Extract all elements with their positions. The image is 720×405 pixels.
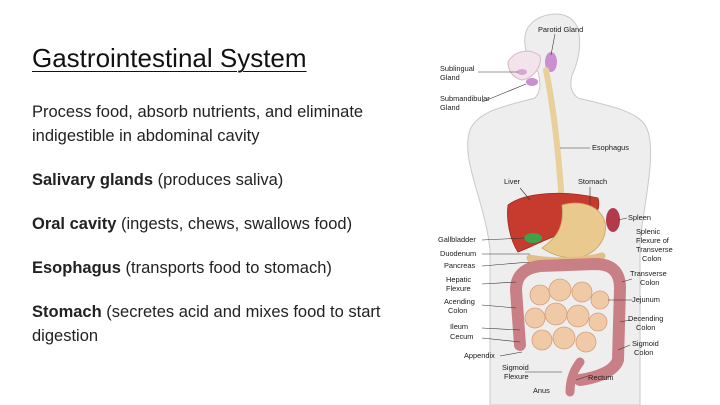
item-term: Esophagus bbox=[32, 259, 121, 277]
label-ascending-colon: Acending bbox=[444, 297, 475, 306]
slide-body: Process food, absorb nutrients, and elim… bbox=[32, 100, 392, 368]
label-jejunum: Jejunum bbox=[632, 295, 660, 304]
label-esophagus: Esophagus bbox=[592, 143, 629, 152]
label-splenic-flexure: Splenic bbox=[636, 227, 661, 236]
digestive-system-diagram: Parotid Gland Sublingual Gland Submandib… bbox=[430, 0, 720, 405]
label-submandibular-gland-2: Gland bbox=[440, 103, 460, 112]
item-desc: (ingests, chews, swallows food) bbox=[116, 215, 352, 233]
label-cecum: Cecum bbox=[450, 332, 473, 341]
submandibular-gland bbox=[526, 78, 538, 86]
item-salivary-glands: Salivary glands (produces saliva) bbox=[32, 168, 392, 192]
item-desc: (transports food to stomach) bbox=[121, 259, 332, 277]
label-submandibular-gland: Submandibular bbox=[440, 94, 490, 103]
label-sigmoid-colon-2: Colon bbox=[634, 348, 653, 357]
label-liver: Liver bbox=[504, 177, 521, 186]
spleen bbox=[606, 208, 620, 232]
label-transverse-colon: Transverse bbox=[630, 269, 667, 278]
item-term: Stomach bbox=[32, 303, 102, 321]
oral-cavity bbox=[508, 51, 540, 80]
label-transverse-colon-2: Colon bbox=[640, 278, 659, 287]
intro-text: Process food, absorb nutrients, and elim… bbox=[32, 100, 392, 148]
label-descending-colon-2: Colon bbox=[636, 323, 655, 332]
label-stomach: Stomach bbox=[578, 177, 607, 186]
anatomy-illustration: Parotid Gland Sublingual Gland Submandib… bbox=[430, 0, 720, 405]
label-ascending-colon-2: Colon bbox=[448, 306, 467, 315]
label-spleen: Spleen bbox=[628, 213, 651, 222]
label-ileum: Ileum bbox=[450, 322, 468, 331]
label-anus: Anus bbox=[533, 386, 550, 395]
label-sublingual-gland: Sublingual bbox=[440, 64, 475, 73]
label-sigmoid-colon: Sigmoid bbox=[632, 339, 659, 348]
label-gallbladder: Gallbladder bbox=[438, 235, 476, 244]
label-pancreas: Pancreas bbox=[444, 261, 476, 270]
label-appendix: Appendix bbox=[464, 351, 495, 360]
label-sigmoid-flexure: Sigmoid bbox=[502, 363, 529, 372]
item-oral-cavity: Oral cavity (ingests, chews, swallows fo… bbox=[32, 212, 392, 236]
sublingual-gland bbox=[517, 69, 527, 75]
label-sublingual-gland-2: Gland bbox=[440, 73, 460, 82]
item-esophagus: Esophagus (transports food to stomach) bbox=[32, 256, 392, 280]
item-term: Oral cavity bbox=[32, 215, 116, 233]
item-desc: (produces saliva) bbox=[153, 171, 283, 189]
label-rectum: Rectum bbox=[588, 373, 613, 382]
label-splenic-flexure-2: Flexure of bbox=[636, 236, 670, 245]
slide-title: Gastrointestinal System bbox=[32, 43, 307, 74]
label-descending-colon: Decending bbox=[628, 314, 663, 323]
gallbladder bbox=[524, 233, 542, 243]
label-sigmoid-flexure-2: Flexure bbox=[504, 372, 529, 381]
label-duodenum: Duodenum bbox=[440, 249, 476, 258]
label-hepatic-flexure: Hepatic bbox=[446, 275, 471, 284]
label-hepatic-flexure-2: Flexure bbox=[446, 284, 471, 293]
label-parotid-gland: Parotid Gland bbox=[538, 25, 583, 34]
item-term: Salivary glands bbox=[32, 171, 153, 189]
item-stomach: Stomach (secretes acid and mixes food to… bbox=[32, 300, 392, 348]
label-splenic-flexure-4: Colon bbox=[642, 254, 661, 263]
label-splenic-flexure-3: Transverse bbox=[636, 245, 673, 254]
